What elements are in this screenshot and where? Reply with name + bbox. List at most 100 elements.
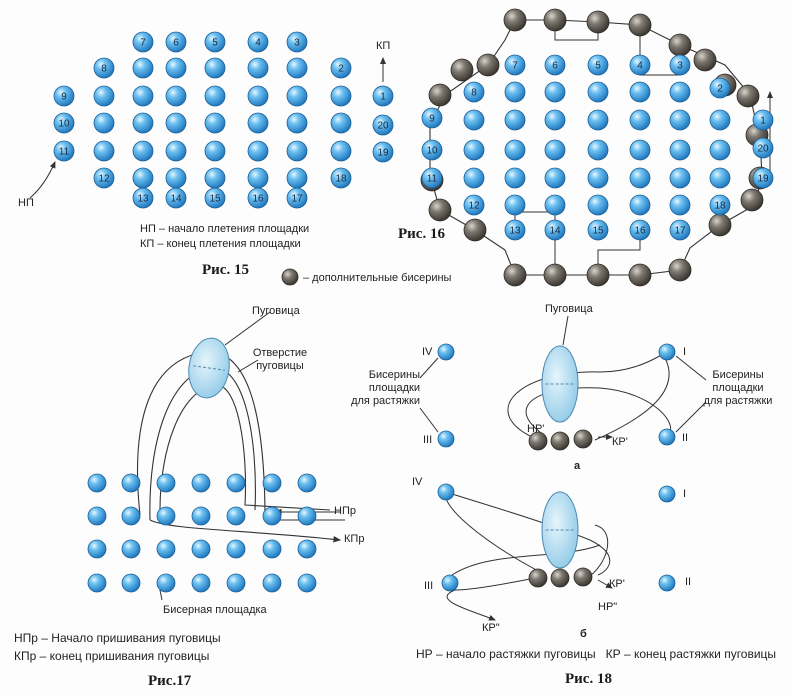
fig18b-thread-4 [451,544,601,576]
fig16-extra-bead [503,8,527,32]
fig17-bead [226,506,246,526]
fig17-bead [226,539,246,559]
fig15-bead-number: 4 [255,38,261,49]
fig15-bead-number: 19 [377,148,389,159]
fig15-bead-number: 12 [98,174,110,185]
fig15-bead-number: 14 [170,194,182,205]
fig18-np-dprime-b: НР" [598,601,618,613]
fig16-extra-bead [693,48,717,72]
button-hole-line [193,365,225,371]
fig16-bead-number: 16 [634,226,646,237]
fig18-kp-prime-a: КР' [612,436,628,448]
fig16-bead-number: 15 [592,226,604,237]
fig16-bead-number: 1 [760,116,766,127]
fig15-bead-number: 3 [294,38,300,49]
bead [132,112,154,134]
bead [463,139,485,161]
fig17-bead [156,506,176,526]
fig16-bead-number: 20 [757,144,769,155]
bead [504,194,526,216]
fig18-sub-b: б [580,628,587,640]
bead [286,112,308,134]
fig17-hole-pointer [237,359,259,373]
fig16-bead-number: 10 [426,146,438,157]
bead [669,109,691,131]
fig15-legend-end: КП – конец плетения площадки [140,238,301,250]
bead [587,54,609,76]
bead [204,31,226,53]
bead [629,167,651,189]
fig17-bead [262,506,282,526]
fig15-start-arrow [29,161,56,199]
bead [247,140,269,162]
fig17-caption: Рис.17 [148,673,192,689]
fig17-bead [87,473,107,493]
bead [93,85,115,107]
bead [709,109,731,131]
fig18b-bead-IV [437,483,455,501]
fig17-button-label: Пуговица [252,305,300,317]
fig18a-label-pointer [419,407,439,433]
fig15-bead-number: 5 [212,38,218,49]
fig18b-extra-bead [573,567,593,587]
fig17-legend-end: КПр – конец пришивания пуговицы [14,649,210,663]
fig18-sub-a: а [574,460,581,472]
bead [204,187,226,209]
fig16-extra-bead [628,263,652,287]
fig17-bead [156,473,176,493]
bead [544,54,566,76]
bead [286,187,308,209]
bead [372,141,394,163]
fig15-end-label: КП [376,40,391,52]
fig16-extra-bead [463,218,487,242]
fig15-start-label: НП [18,197,34,209]
fig16-caption: Рис. 16 [398,226,445,242]
fig17-bead [87,573,107,593]
bead [204,167,226,189]
bead [587,194,609,216]
fig16-extra-bead [503,263,527,287]
bead [463,81,485,103]
fig17-bead [297,473,317,493]
bead [587,81,609,103]
fig16-extra-bead [668,33,692,57]
fig18-right-label-1: Бисерины [712,369,764,381]
bead [544,109,566,131]
fig16-bead-number: 8 [471,88,477,99]
fig17-bead [121,506,141,526]
bead [669,194,691,216]
fig15-bead-number: 18 [335,174,347,185]
bead [421,139,443,161]
bead [165,57,187,79]
fig16-extra-bead [740,188,764,212]
bead [709,167,731,189]
fig15-bead-number: 2 [338,64,344,75]
fig18a-bead-III [437,430,455,448]
bead [544,194,566,216]
bead [669,139,691,161]
bead [463,194,485,216]
bead [629,109,651,131]
fig17-bead [262,473,282,493]
fig15-bead-number: 10 [58,119,70,130]
fig17-bead [191,506,211,526]
fig16-extra-bead [628,13,652,37]
fig16-bead-number: 3 [677,61,683,72]
bead [504,219,526,241]
fig18a-button [541,345,579,423]
fig17-bead [297,506,317,526]
bead [53,85,75,107]
fig17-thread-exit [149,519,342,543]
fig17-hole-label-1: Отверстие [252,347,308,359]
fig17-bead [191,573,211,593]
bead [709,194,731,216]
fig17-bead [121,539,141,559]
bead [53,140,75,162]
fig17-bead [262,573,282,593]
fig15-caption: Рис. 15 [202,262,249,278]
fig16-bead-number: 7 [512,61,518,72]
fig18-roman-1a: I [683,346,687,358]
fig15-bead-number: 8 [101,64,107,75]
fig16-extra-bead [668,258,692,282]
bead [587,167,609,189]
